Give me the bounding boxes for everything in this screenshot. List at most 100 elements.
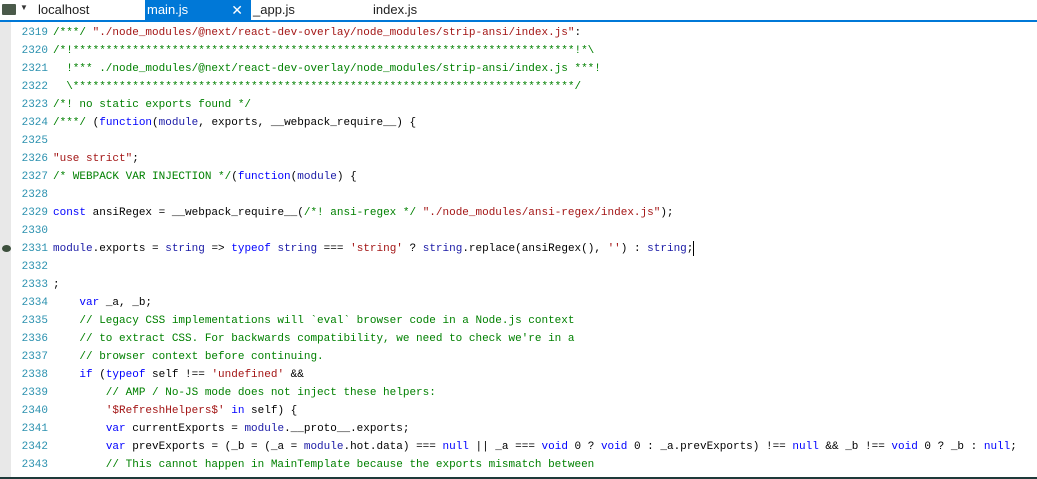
code-token: ansiRegex = __webpack_require__( (86, 207, 304, 219)
line-text: // to extract CSS. For backwards compati… (53, 330, 574, 348)
line-number: 2334 (21, 297, 48, 309)
code-token: typeof (105, 369, 146, 381)
code-token: ; (132, 153, 139, 165)
code-line[interactable]: 2322 \**********************************… (0, 78, 1037, 96)
code-token: ; (1010, 441, 1017, 453)
code-line[interactable]: 2333; (0, 276, 1037, 294)
code-token: string (277, 243, 318, 255)
code-line[interactable]: 2329 const ansiRegex = __webpack_require_… (0, 204, 1037, 222)
code-token: // browser context before continuing. (53, 351, 324, 363)
code-line[interactable]: 2328 (0, 186, 1037, 204)
code-line[interactable]: 2336 // to extract CSS. For backwards co… (0, 330, 1037, 348)
code-line[interactable]: 2330 (0, 222, 1037, 240)
code-token: 0 : _a.prevExports) !== (627, 441, 793, 453)
tab-localhost[interactable]: localhost (26, 0, 143, 20)
code-line[interactable]: 2323/*! no static exports found */ (0, 96, 1037, 114)
tab-list-menu-button[interactable]: ▼ (0, 0, 28, 20)
line-number: 2341 (21, 423, 48, 435)
code-line[interactable]: 2341 var currentExports = module.__proto… (0, 420, 1037, 438)
line-number: 2332 (21, 261, 48, 273)
line-number: 2343 (21, 459, 48, 471)
line-text: !*** ./node_modules/@next/react-dev-over… (53, 60, 601, 78)
chevron-down-icon: ▼ (20, 3, 28, 12)
code-token: ) : (620, 243, 648, 255)
code-line[interactable]: 2334 var _a, _b; (0, 294, 1037, 312)
code-line[interactable]: 2325 (0, 132, 1037, 150)
line-number: 2333 (21, 279, 48, 291)
code-token (416, 207, 423, 219)
code-line[interactable]: 2337 // browser context before continuin… (0, 348, 1037, 366)
line-text: /* WEBPACK VAR INJECTION */(function(mod… (53, 168, 357, 186)
tab-label: localhost (38, 2, 90, 17)
code-token: && _b !== (818, 441, 892, 453)
code-token: /*!*************************************… (53, 45, 595, 57)
line-number: 2319 (21, 27, 48, 39)
code-token: "./node_modules/@next/react-dev-overlay/… (92, 27, 575, 39)
breakpoint-marker-icon[interactable] (2, 245, 11, 252)
code-token: function (237, 171, 291, 183)
code-token: null (983, 441, 1011, 453)
code-token: void (541, 441, 568, 453)
code-token: module (53, 243, 93, 255)
code-token: string (165, 243, 205, 255)
code-token: const (53, 207, 87, 219)
code-line[interactable]: 2320 /*!*********************************… (0, 42, 1037, 60)
code-token: '$RefreshHelpers$' (105, 405, 225, 417)
code-token: || _a === (468, 441, 542, 453)
tab-label: _app.js (253, 2, 295, 17)
code-editor[interactable]: 2319/***/ "./node_modules/@next/react-de… (0, 24, 1037, 474)
tab-app-js[interactable]: _app.js (251, 0, 361, 20)
code-line[interactable]: 2339 // AMP / No-JS mode does not inject… (0, 384, 1037, 402)
code-line[interactable]: 2342 var prevExports = (_b = (_a = modul… (0, 438, 1037, 456)
code-token: typeof (231, 243, 271, 255)
code-line[interactable]: 2324 /***/ (function(module, exports, __w… (0, 114, 1037, 132)
code-token: 'undefined' (211, 369, 285, 381)
code-token: string (422, 243, 463, 255)
line-text: /***/ (function(module, exports, __webpa… (53, 114, 416, 132)
code-token (53, 441, 106, 453)
line-number: 2326 (21, 153, 48, 165)
code-token: var (79, 297, 100, 309)
line-text: '$RefreshHelpers$' in self) { (53, 402, 297, 420)
line-text: // browser context before continuing. (53, 348, 324, 366)
line-text: /*!*************************************… (53, 42, 594, 60)
line-number: 2329 (21, 207, 48, 219)
code-token: if (79, 369, 93, 381)
line-number: 2340 (21, 405, 48, 417)
line-number: 2320 (21, 45, 48, 57)
line-number: 2324 (21, 117, 48, 129)
tab-index-js[interactable]: index.js (361, 0, 481, 20)
code-token: && (284, 369, 304, 381)
code-line[interactable]: 2319/***/ "./node_modules/@next/react-de… (0, 24, 1037, 42)
code-token: .__proto__.exports; (284, 423, 410, 435)
code-token: .hot.data) === (343, 441, 443, 453)
code-token: "./node_modules/ansi-regex/index.js" (422, 207, 661, 219)
code-token: module (297, 171, 337, 183)
line-number: 2335 (21, 315, 48, 327)
close-icon[interactable]: ✕ (231, 2, 243, 18)
code-token: ; (53, 279, 60, 291)
code-token: ( (290, 171, 298, 183)
code-token: 0 ? (567, 441, 601, 453)
code-line[interactable]: 2340 '$RefreshHelpers$' in self) { (0, 402, 1037, 420)
line-text: // Legacy CSS implementations will `eval… (53, 312, 574, 330)
code-token: \***************************************… (53, 81, 582, 93)
code-token: ); (660, 207, 674, 219)
tab-main-js[interactable]: main.js✕ (145, 0, 251, 20)
code-line[interactable]: 2321 !*** ./node_modules/@next/react-dev… (0, 60, 1037, 78)
code-line[interactable]: 2335 // Legacy CSS implementations will … (0, 312, 1037, 330)
code-line[interactable]: 2338 if (typeof self !== 'undefined' && (0, 366, 1037, 384)
code-token: /*! ansi-regex */ (303, 207, 417, 219)
code-line[interactable]: 2332 (0, 258, 1037, 276)
code-line[interactable]: 2326"use strict"; (0, 150, 1037, 168)
line-text: // This cannot happen in MainTemplate be… (53, 456, 595, 474)
code-token: _a, _b; (99, 297, 153, 309)
code-token: module (303, 441, 344, 453)
code-token: var (105, 441, 126, 453)
code-token: .exports = (92, 243, 166, 255)
code-line[interactable]: 2327/* WEBPACK VAR INJECTION */(function… (0, 168, 1037, 186)
code-token: var (105, 423, 126, 435)
code-line[interactable]: 2343 // This cannot happen in MainTempla… (0, 456, 1037, 474)
line-text: var prevExports = (_b = (_a = module.hot… (53, 438, 1017, 456)
